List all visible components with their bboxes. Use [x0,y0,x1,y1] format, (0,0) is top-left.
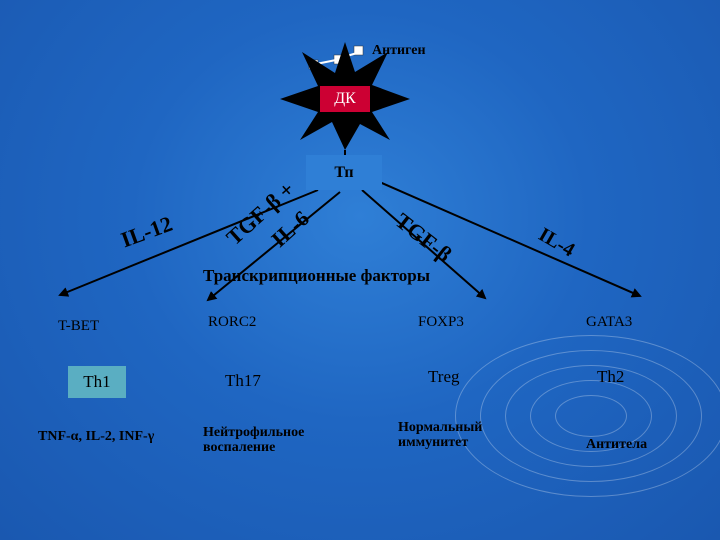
transcription-factors-heading: Транскрипционные факторы [203,266,430,285]
dendritic-cell-box: ДК [320,86,370,112]
tf-foxp3: FOXP3 [418,314,464,330]
treg-label: Treg [428,367,460,386]
naive-t-cell-label: Тп [334,163,354,181]
th1-cell-box: Th1 [68,366,126,398]
th2-effect: Антитела [586,437,648,452]
tf-gata3: GATA3 [586,314,633,330]
dendritic-cell-label: ДК [334,90,356,107]
naive-t-cell-box: Тп [306,155,382,190]
th17-label: Th17 [225,371,261,390]
th17-effect: Нейтрофильное воспаление [203,425,305,455]
th2-label: Th2 [597,367,625,386]
tf-rorc2: RORC2 [208,314,257,330]
tf-tbet: T-BET [58,318,100,334]
th1-effect: TNF-α, IL-2, INF-γ [38,429,155,444]
antigen-label: Антиген [372,43,426,58]
treg-effect: Нормальный иммунитет [398,420,483,450]
th1-label: Th1 [83,372,111,391]
ripple-decoration [455,335,720,497]
